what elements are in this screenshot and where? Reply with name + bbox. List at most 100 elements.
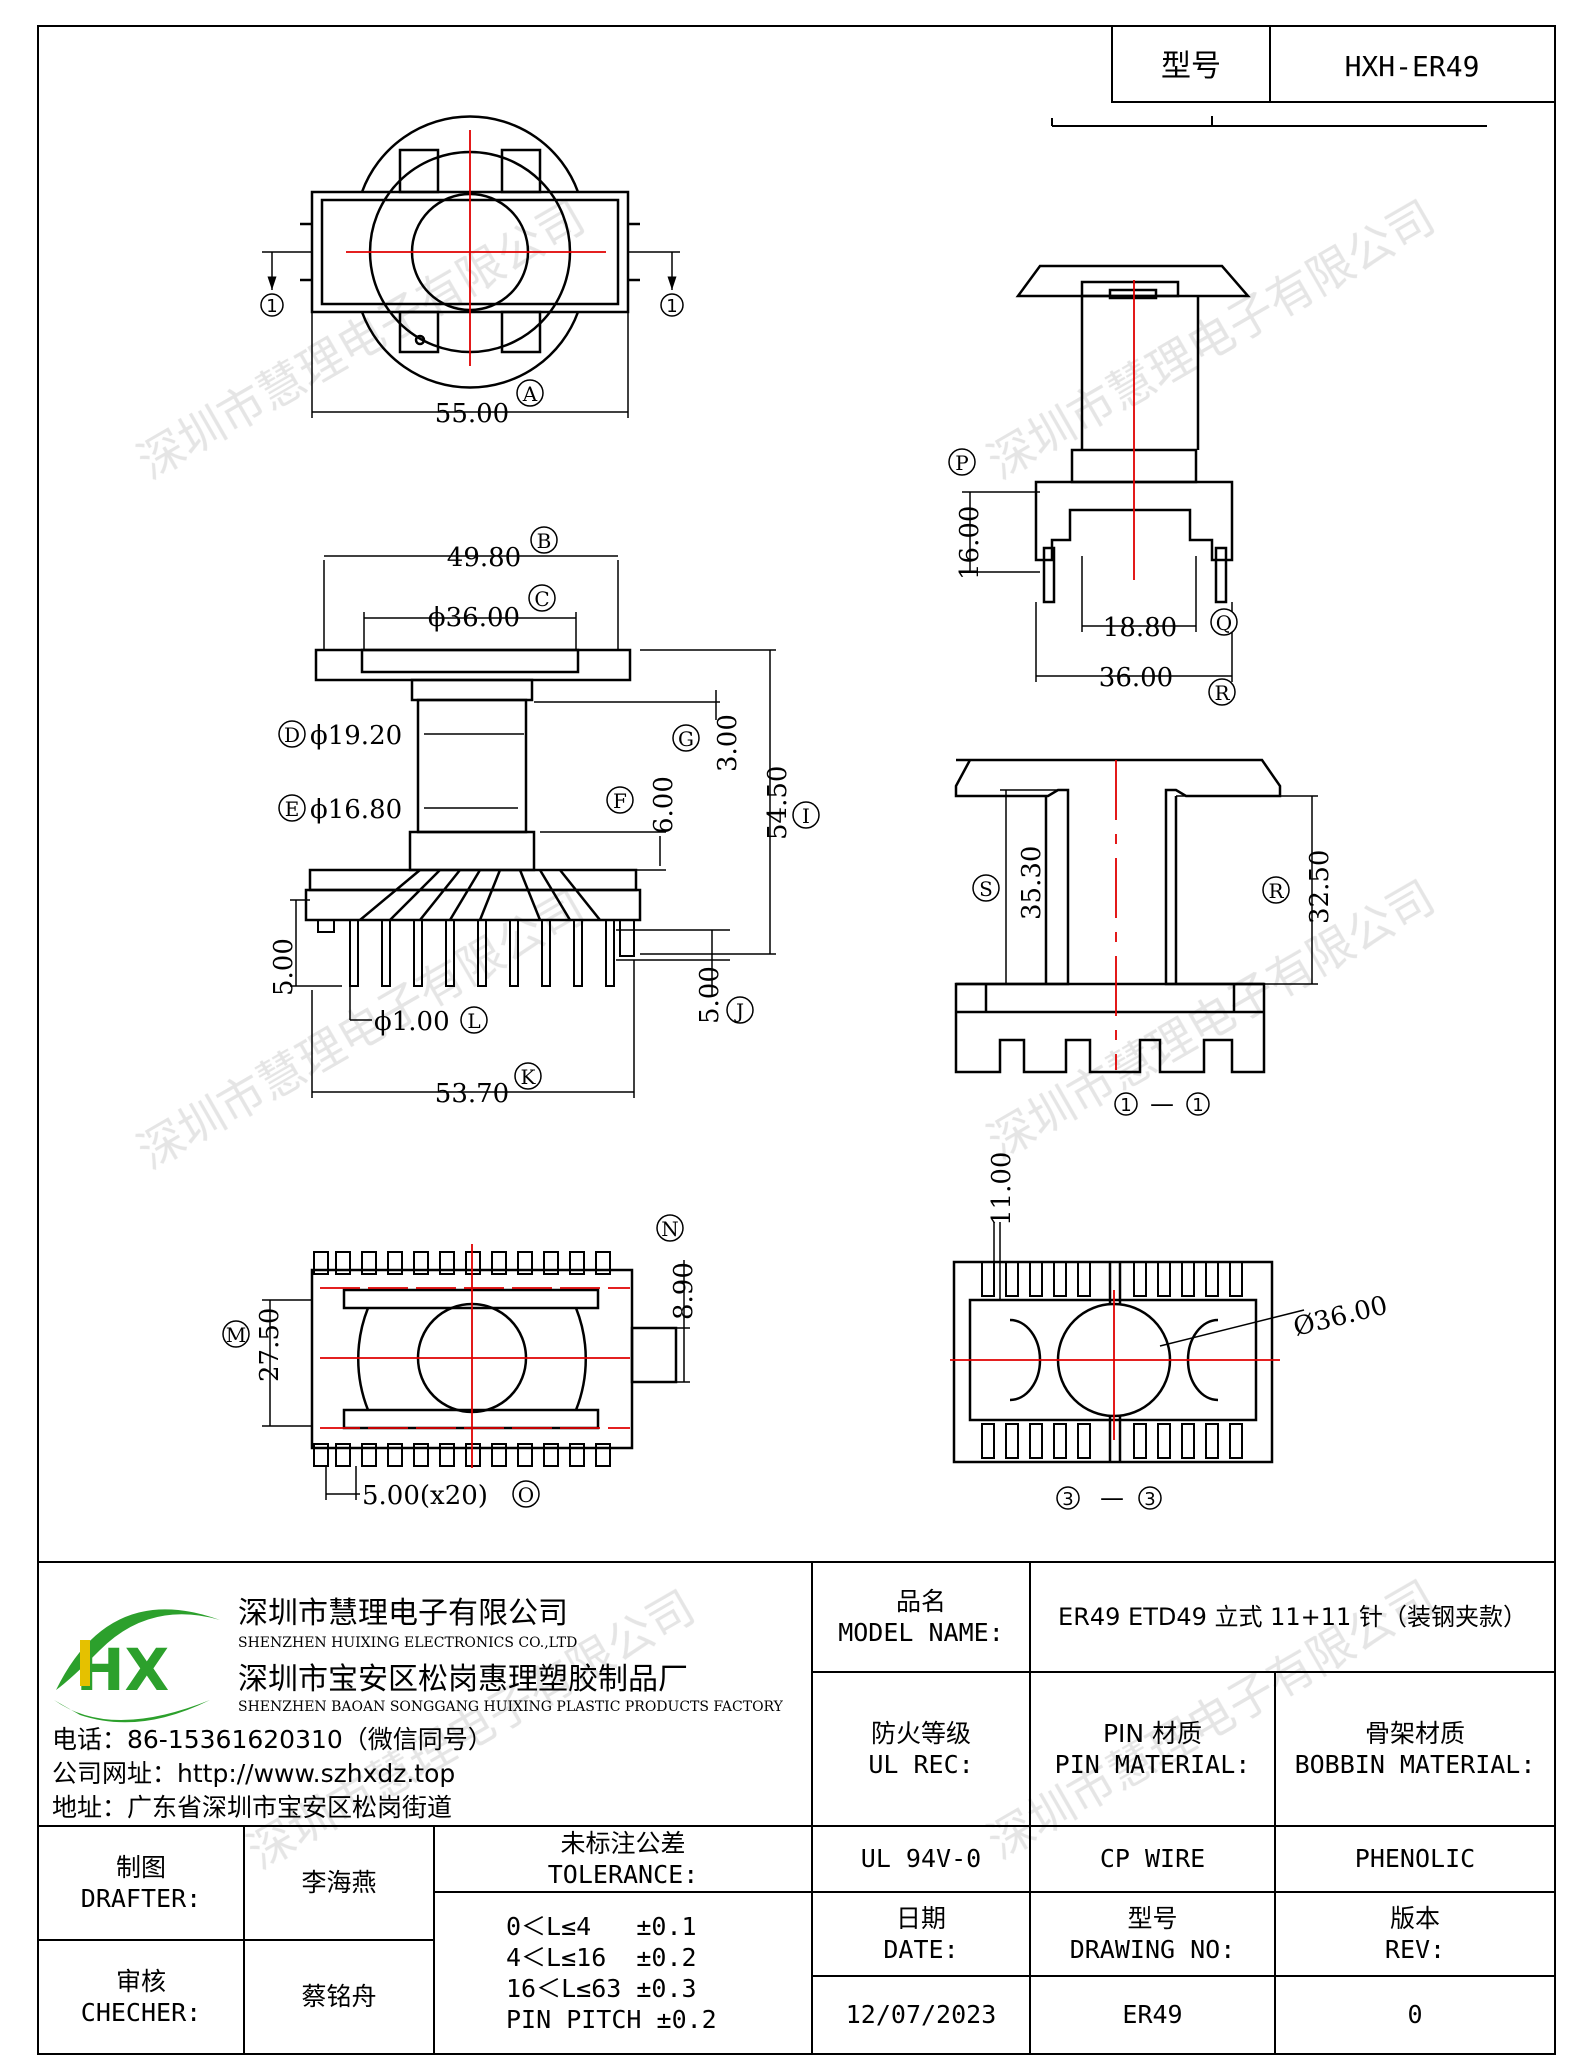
view-section-3-3-centerlines xyxy=(950,1290,1280,1440)
company-phone: 电话：86-15361620310（微信同号） xyxy=(52,1725,493,1754)
marker-B: B xyxy=(530,526,558,554)
company-name-en: SHENZHEN HUIXING ELECTRONICS CO.,LTD xyxy=(238,1635,578,1651)
marker-I: I xyxy=(792,801,820,829)
dim-g: 3.00 xyxy=(713,714,743,772)
company-logo: HX xyxy=(54,1609,220,1723)
svg-text:3: 3 xyxy=(1062,1489,1073,1510)
marker-M: M xyxy=(222,1320,250,1348)
svg-text:K: K xyxy=(521,1065,537,1089)
svg-text:E: E xyxy=(285,797,300,821)
svg-text:Q: Q xyxy=(1216,611,1232,635)
header-model-box: 型号 HXH-ER49 xyxy=(1051,25,1556,127)
dim-base-width: 53.70 xyxy=(435,1079,509,1109)
ul-rec-label: 防火等级 UL REC: xyxy=(868,1718,974,1779)
marker-G: G xyxy=(672,724,700,752)
marker-E: E xyxy=(278,794,306,822)
section-label-1-1: 1 — 1 xyxy=(1114,1090,1210,1118)
dim-f: 6.00 xyxy=(649,776,679,834)
dim-pin-dia: ϕ1.00 xyxy=(374,1007,450,1037)
factory-name-cn: 深圳市宝安区松岗惠理塑胶制品厂 xyxy=(238,1662,688,1697)
tolerance-row-2: 4＜L≤16 ±0.2 xyxy=(506,1942,697,1972)
view-section-3-3-dims xyxy=(993,1222,1305,1347)
pin-material-label: PIN 材质 PIN MATERIAL: xyxy=(1054,1718,1251,1779)
svg-text:N: N xyxy=(661,1217,679,1241)
rev-label: 版本 REV: xyxy=(1384,1903,1446,1964)
tolerance-label: 未标注公差 TOLERANCE: xyxy=(547,1828,699,1889)
svg-text:—: — xyxy=(1150,1090,1174,1118)
ul-value: UL 94V-0 xyxy=(860,1844,982,1874)
marker-J: J xyxy=(726,996,754,1024)
svg-text:M: M xyxy=(226,1323,246,1347)
title-block-grid xyxy=(38,1561,1555,2054)
svg-text:P: P xyxy=(955,451,968,475)
marker-N: N xyxy=(656,1214,684,1242)
marker-P: P xyxy=(948,448,976,476)
svg-text:D: D xyxy=(284,723,300,747)
checker-label: 审核 CHECHER: xyxy=(80,1966,202,2027)
watermark-1: 深圳市慧理电子有限公司 xyxy=(129,190,594,490)
checker-name: 蔡铭舟 xyxy=(301,1982,377,2012)
model-name-value: ER49 ETD49 立式 11+11 针（装钢夹款） xyxy=(1058,1603,1527,1631)
company-address: 地址：广东省深圳市宝安区松岗街道 xyxy=(52,1793,453,1822)
dim-flange-width: 49.80 xyxy=(447,543,521,573)
view-bottom xyxy=(310,1251,678,1467)
view-bottom-dims xyxy=(262,1260,690,1500)
marker-A: A xyxy=(516,379,544,407)
svg-text:L: L xyxy=(467,1009,480,1033)
watermark-4: 深圳市慧理电子有限公司 xyxy=(979,870,1444,1170)
header-model-label: 型号 xyxy=(1161,49,1221,84)
marker-L: L xyxy=(460,1006,488,1034)
dim-inner-dia: ϕ36.00 xyxy=(428,603,520,633)
dim-r-width: 36.00 xyxy=(1099,663,1173,693)
dim-s: 35.30 xyxy=(1017,846,1047,920)
dim-bottom-width: 27.50 xyxy=(255,1308,285,1382)
dim-q: 18.80 xyxy=(1103,613,1177,643)
svg-text:S: S xyxy=(979,877,993,901)
drafter-name: 李海燕 xyxy=(301,1868,377,1898)
svg-text:1: 1 xyxy=(266,296,277,317)
company-name-cn: 深圳市慧理电子有限公司 xyxy=(238,1596,568,1631)
svg-text:J: J xyxy=(734,999,744,1023)
view-section-3-3 xyxy=(952,1260,1274,1464)
svg-text:B: B xyxy=(537,529,552,553)
marker-S: S xyxy=(972,874,1000,902)
svg-text:A: A xyxy=(522,382,538,406)
view-side-dims xyxy=(962,491,1233,682)
dim-dia-e: ϕ16.80 xyxy=(310,795,402,825)
tolerance-row-1: 0＜L≤4 ±0.1 xyxy=(506,1911,697,1941)
view-top-centerlines xyxy=(346,130,606,366)
view-section-1-1-dims xyxy=(1000,789,1318,985)
dim-p: 16.00 xyxy=(955,506,985,580)
svg-text:F: F xyxy=(613,789,627,813)
pin-material-value: CP WIRE xyxy=(1099,1844,1206,1874)
dim-pin-left: 5.00 xyxy=(269,938,299,996)
company-website: 公司网址：http://www.szhxdz.top xyxy=(52,1759,456,1788)
header-model-value: HXH-ER49 xyxy=(1345,50,1480,83)
marker-F: F xyxy=(606,786,634,814)
watermark-2: 深圳市慧理电子有限公司 xyxy=(979,190,1444,490)
watermark-3: 深圳市慧理电子有限公司 xyxy=(129,880,594,1180)
logo-text: HX xyxy=(76,1636,169,1704)
marker-1-right: 1 xyxy=(660,293,684,317)
model-name-label: 品名 MODEL NAME: xyxy=(838,1586,1004,1647)
dim-dia-right: Ø36.00 xyxy=(1290,1291,1390,1343)
drawing-border xyxy=(37,25,1556,2055)
dim-total-height: 54.50 xyxy=(763,766,793,840)
marker-Q: Q xyxy=(1210,608,1238,636)
view-front xyxy=(304,648,642,987)
marker-R-side: R xyxy=(1208,678,1236,706)
dim-r2: 32.50 xyxy=(1305,850,1335,924)
bobbin-material-label: 骨架材质 BOBBIN MATERIAL: xyxy=(1294,1718,1536,1779)
dim-n: 8.90 xyxy=(669,1262,699,1320)
marker-O: O xyxy=(512,1480,540,1508)
bobbin-material-value: PHENOLIC xyxy=(1354,1844,1476,1874)
tolerance-list: 0＜L≤4 ±0.1 4＜L≤16 ±0.2 16＜L≤63 ±0.3 PIN … xyxy=(434,1892,812,2054)
marker-1-left: 1 xyxy=(260,293,284,317)
dim-pitch: 5.00(x20) xyxy=(362,1481,488,1511)
svg-text:O: O xyxy=(518,1483,534,1507)
drafter-label: 制图 DRAFTER: xyxy=(80,1852,202,1913)
drawing-no-label: 型号 DRAWING NO: xyxy=(1069,1903,1236,1964)
marker-R-section: R xyxy=(1262,876,1290,904)
section-label-3-3: 3 — 3 xyxy=(1056,1484,1162,1512)
dim-b11: 11.00 xyxy=(987,1152,1017,1226)
